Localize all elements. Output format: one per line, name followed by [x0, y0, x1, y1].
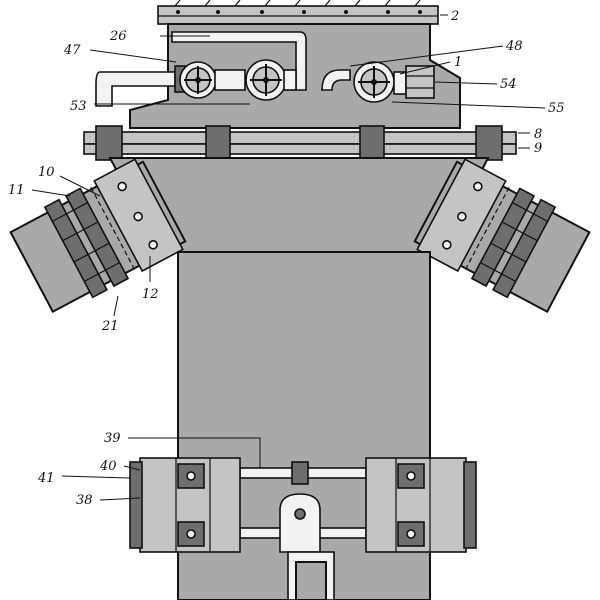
- ref-label-9: 9: [534, 141, 542, 156]
- ref-label-38: 38: [76, 493, 93, 508]
- ref-label-53: 53: [70, 99, 87, 114]
- outlet-pipe-53: [95, 71, 176, 107]
- valve-47: [174, 61, 246, 99]
- ref-label-11: 11: [8, 183, 25, 198]
- ref-label-26: 26: [109, 29, 127, 44]
- ref-label-12: 12: [142, 287, 159, 302]
- flange-plates: [83, 125, 517, 161]
- valve-center: [245, 59, 297, 101]
- left-cylinder: [9, 158, 187, 314]
- ref-label-55: 55: [548, 101, 565, 116]
- ref-label-39: 39: [104, 431, 121, 446]
- ref-label-8: 8: [534, 127, 542, 142]
- ref-label-54: 54: [500, 77, 517, 92]
- nut-54: [405, 65, 435, 99]
- reference-numerals: 2 26 47 48 1 54 53 55 8 9 10 11 12 21 39…: [8, 9, 565, 508]
- curved-pipe-48: [321, 69, 351, 91]
- ref-label-1: 1: [454, 55, 462, 70]
- top-manifold: [157, 0, 439, 25]
- ref-label-2: 2: [450, 9, 459, 24]
- ref-label-47: 47: [63, 43, 81, 58]
- ref-label-40: 40: [99, 459, 117, 474]
- ref-label-10: 10: [38, 165, 55, 180]
- ref-label-21: 21: [101, 319, 119, 334]
- ref-label-41: 41: [37, 471, 55, 486]
- lower-clamp: [129, 457, 477, 600]
- ref-label-48: 48: [505, 39, 523, 54]
- valve-right: [353, 61, 407, 103]
- leader-lines: [31, 14, 546, 501]
- right-cylinder: [413, 158, 591, 314]
